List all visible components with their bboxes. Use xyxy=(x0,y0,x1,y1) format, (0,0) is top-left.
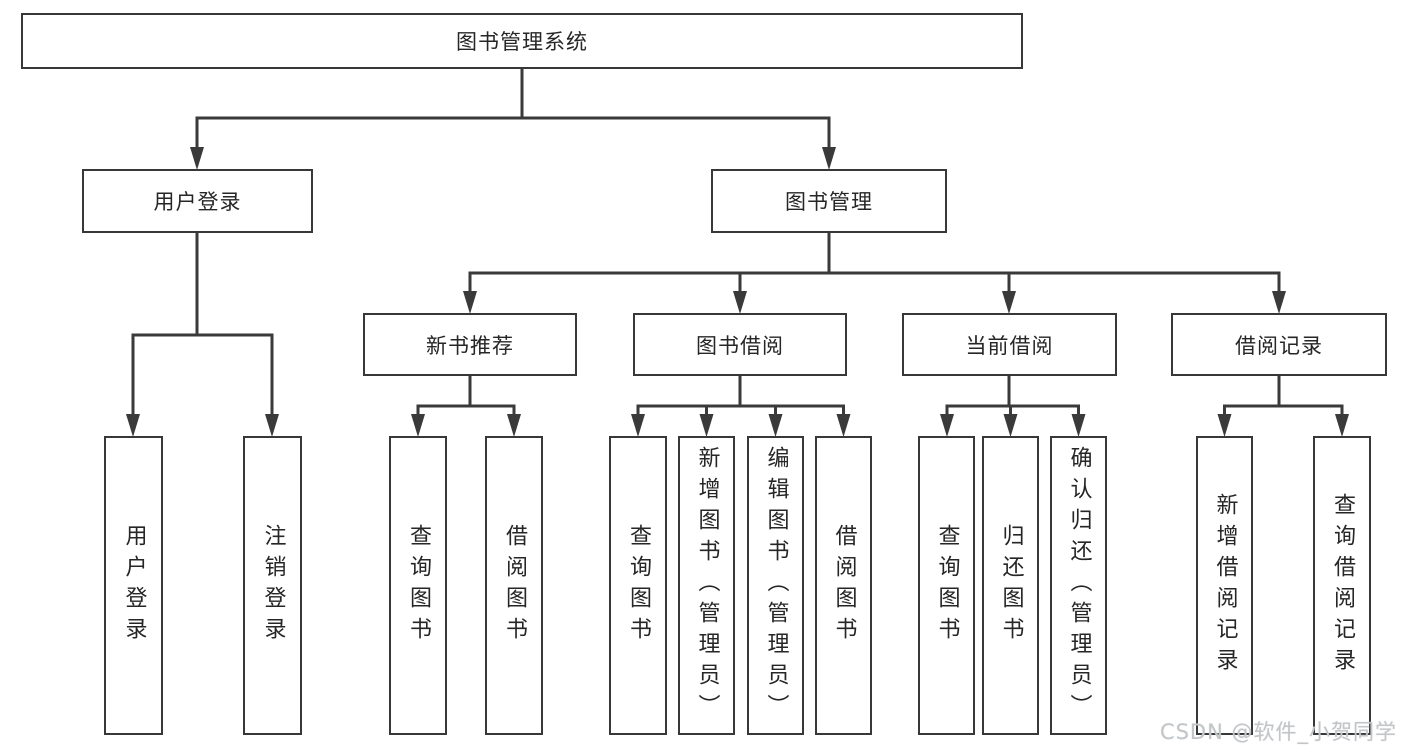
node-label: 注销登录 xyxy=(260,523,286,648)
leaf-borrow-books: 借阅图书 xyxy=(815,436,872,735)
node-label: 用户登录 xyxy=(153,190,242,214)
node-root-library-system: 图书管理系统 xyxy=(21,13,1023,69)
leaf-confirm-return-admin: 确认归还（管理员） xyxy=(1050,436,1107,735)
node-label: 确认归还（管理员） xyxy=(1066,446,1092,725)
node-label: 归还图书 xyxy=(998,523,1024,648)
node-label: 借阅记录 xyxy=(1235,333,1323,358)
node-label: 借阅图书 xyxy=(831,523,857,648)
node-borrowing-records: 借阅记录 xyxy=(1171,313,1387,376)
node-label: 图书管理系统 xyxy=(456,30,588,54)
leaf-query-books-recommend: 查询图书 xyxy=(389,436,447,735)
leaf-add-books-admin: 新增图书（管理员） xyxy=(678,436,735,735)
node-current-borrowing: 当前借阅 xyxy=(902,313,1117,376)
leaf-query-books-current: 查询图书 xyxy=(918,436,975,735)
node-label: 图书借阅 xyxy=(696,333,784,358)
node-label: 新增借阅记录 xyxy=(1212,492,1238,679)
node-label: 新书推荐 xyxy=(426,333,514,358)
node-book-management: 图书管理 xyxy=(711,169,947,233)
node-label: 图书管理 xyxy=(785,190,873,214)
node-user-login: 用户登录 xyxy=(82,169,313,233)
node-label: 新增图书（管理员） xyxy=(694,446,720,725)
leaf-query-books: 查询图书 xyxy=(609,436,667,735)
leaf-return-books: 归还图书 xyxy=(982,436,1039,735)
watermark-csdn: CSDN @软件_小贺同学 xyxy=(1159,720,1397,744)
leaf-logout: 注销登录 xyxy=(243,436,302,735)
node-new-book-recommend: 新书推荐 xyxy=(363,313,577,376)
node-label: 当前借阅 xyxy=(965,333,1054,358)
leaf-add-borrow-record: 新增借阅记录 xyxy=(1196,436,1253,735)
node-label: 查询图书 xyxy=(406,523,431,648)
node-label: 编辑图书（管理员） xyxy=(763,446,789,725)
leaf-query-borrow-record: 查询借阅记录 xyxy=(1313,436,1371,735)
node-label: 用户登录 xyxy=(121,523,147,648)
leaf-user-login: 用户登录 xyxy=(104,436,163,735)
node-book-borrowing: 图书借阅 xyxy=(633,313,847,376)
node-label: 查询借阅记录 xyxy=(1330,492,1355,679)
node-label: 借阅图书 xyxy=(502,523,527,648)
node-label: 查询图书 xyxy=(626,523,651,648)
leaf-edit-books-admin: 编辑图书（管理员） xyxy=(747,436,804,735)
leaf-borrow-books-recommend: 借阅图书 xyxy=(485,436,543,735)
node-label: 查询图书 xyxy=(934,523,960,648)
